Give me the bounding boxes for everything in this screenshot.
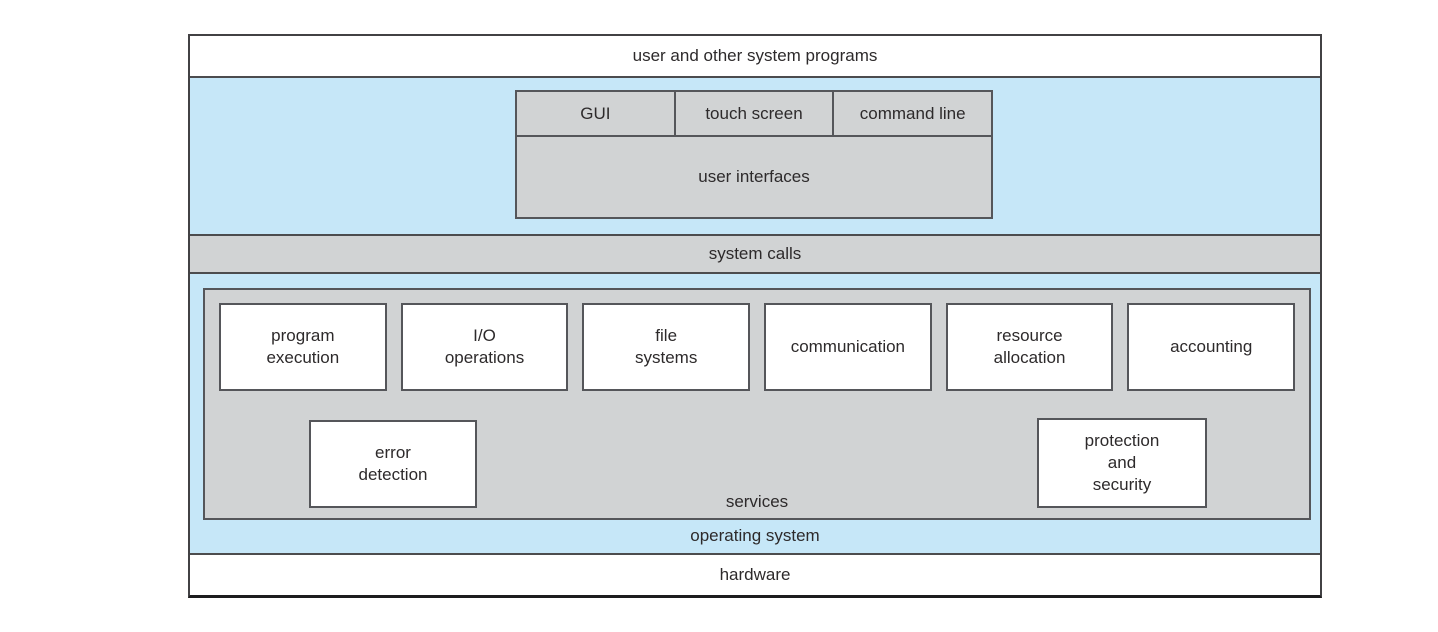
user-interfaces-box: GUI touch screen command line user inter… <box>515 90 993 219</box>
layer-user-programs-label: user and other system programs <box>632 46 878 65</box>
service-communication: communication <box>764 303 932 391</box>
ui-cell-gui: GUI <box>517 92 674 135</box>
service-file-systems: file systems <box>582 303 751 391</box>
os-structure-diagram: user and other system programs GUI touch… <box>188 34 1322 598</box>
layer-system-calls: system calls <box>190 234 1320 272</box>
hardware-label: hardware <box>719 565 791 584</box>
layer-hardware: hardware <box>190 553 1320 595</box>
service-protection-security: protection and security <box>1037 418 1207 508</box>
services-label: services <box>725 492 789 511</box>
user-interfaces-label: user interfaces <box>698 167 810 186</box>
services-row: program execution I/O operations file sy… <box>205 303 1309 391</box>
service-io-operations: I/O operations <box>400 303 569 391</box>
ui-cell-gui-label: GUI <box>580 103 611 123</box>
layer-interface-band: GUI touch screen command line user inter… <box>190 76 1320 234</box>
ui-cell-touch-screen: touch screen <box>673 92 833 135</box>
user-interfaces-cells: GUI touch screen command line <box>517 92 991 137</box>
layer-user-programs: user and other system programs <box>190 36 1320 76</box>
service-error-detection: error detection <box>309 420 477 508</box>
ui-cell-command-line: command line <box>832 92 991 135</box>
ui-cell-command-line-label: command line <box>859 103 966 123</box>
services-box: program execution I/O operations file sy… <box>203 288 1311 520</box>
service-program-execution: program execution <box>219 303 387 391</box>
ui-cell-touch-screen-label: touch screen <box>705 103 803 123</box>
system-calls-label: system calls <box>708 244 802 263</box>
layer-os-band: program execution I/O operations file sy… <box>190 272 1320 553</box>
service-resource-allocation: resource allocation <box>945 303 1114 391</box>
operating-system-label: operating system <box>690 526 820 545</box>
service-accounting: accounting <box>1127 303 1296 391</box>
